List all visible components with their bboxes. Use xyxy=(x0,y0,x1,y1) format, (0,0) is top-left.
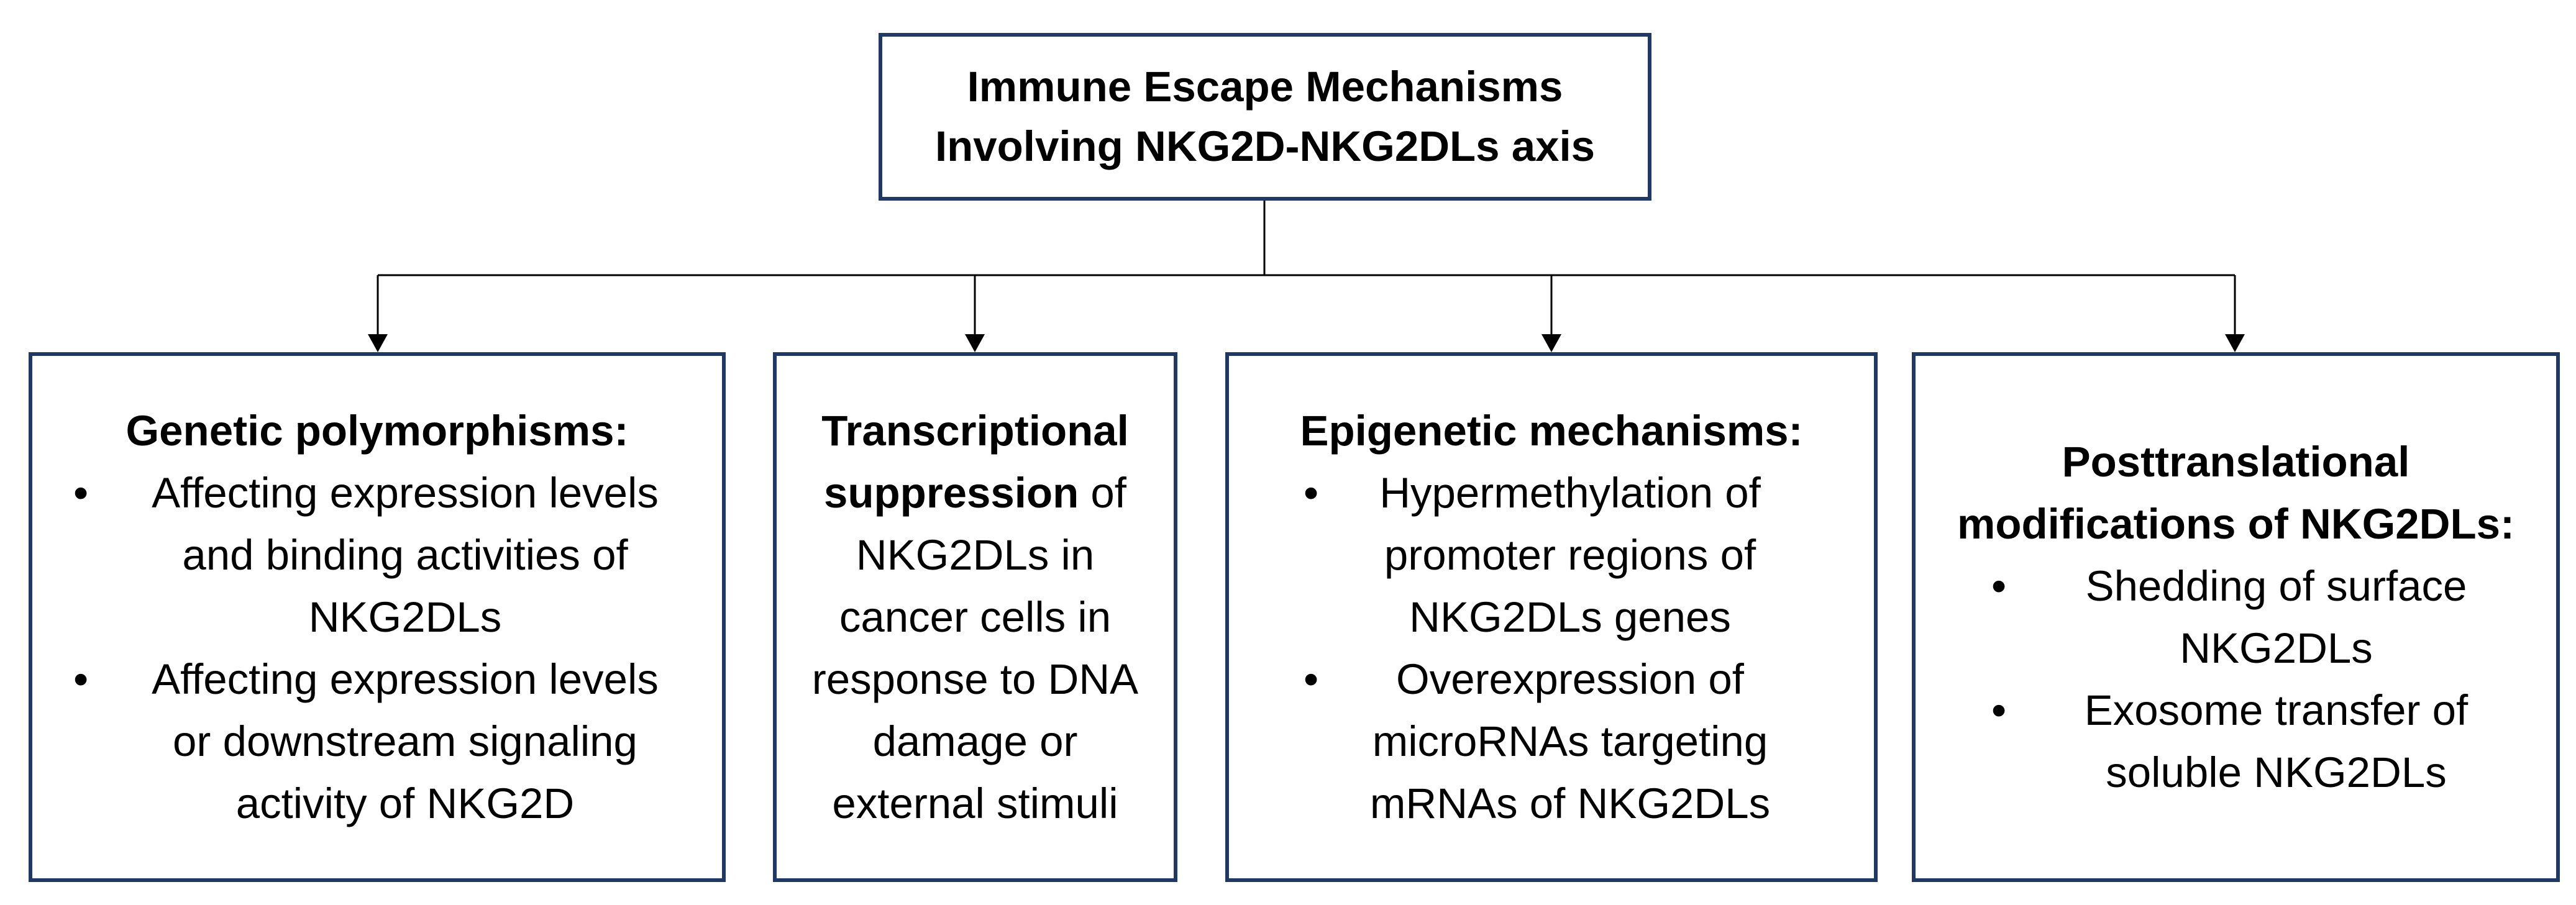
box4-bullet1-line2: NKG2DLs xyxy=(2180,624,2373,672)
box1-heading: Genetic polymorphisms: xyxy=(126,406,629,455)
box2-line3: response to DNA xyxy=(811,655,1139,703)
arrowhead-3 xyxy=(1541,334,1561,352)
box3-bullet2-line3: mRNAs of NKG2DLs xyxy=(1369,779,1771,827)
bullet-icon: • xyxy=(1304,468,1319,517)
arrowhead-1 xyxy=(368,334,388,352)
box1-bullet1-line1: Affecting expression levels xyxy=(152,468,659,517)
box1-bullet-1: • Affecting expression levels and bindin… xyxy=(32,462,722,648)
box3-bullet1-line2: promoter regions of xyxy=(1384,530,1756,579)
bullet-icon: • xyxy=(73,468,89,517)
root-title-line1: Immune Escape Mechanisms xyxy=(967,63,1563,111)
box2-line1: NKG2DLs in xyxy=(856,530,1095,579)
box2-heading-line2: suppression of xyxy=(824,462,1126,524)
arrowhead-2 xyxy=(965,334,985,352)
bullet-icon: • xyxy=(1991,686,2007,734)
box1-bullet2-line3: activity of NKG2D xyxy=(235,779,575,827)
bullet-icon: • xyxy=(1991,562,2007,610)
box2-line4: damage or xyxy=(872,717,1078,765)
epigenetic-mechanisms-box: Epigenetic mechanisms: • Hypermethylatio… xyxy=(1225,352,1878,882)
box2-heading-bold: suppression xyxy=(824,468,1079,517)
box3-bullet1-line3: NKG2DLs genes xyxy=(1409,593,1731,641)
box2-heading-line1: Transcriptional xyxy=(821,406,1129,455)
box4-bullet-2: • Exosome transfer of soluble NKG2DLs xyxy=(1916,680,2556,804)
box2-line5: external stimuli xyxy=(832,779,1118,827)
box1-bullet-2: • Affecting expression levels or downstr… xyxy=(32,648,722,835)
box1-bullet2-line2: or downstream signaling xyxy=(173,717,637,765)
box4-bullet1-line1: Shedding of surface xyxy=(2085,562,2467,610)
box2-line2: cancer cells in xyxy=(839,593,1112,641)
box3-bullet-2: • Overexpression of microRNAs targeting … xyxy=(1229,648,1874,835)
box4-heading-line2: modifications of NKG2DLs: xyxy=(1957,499,2515,548)
box4-bullet2-line2: soluble NKG2DLs xyxy=(2106,748,2447,796)
box4-bullet-1: • Shedding of surface NKG2DLs xyxy=(1916,555,2556,680)
box1-bullet2-line1: Affecting expression levels xyxy=(152,655,659,703)
box4-bullet-list: • Shedding of surface NKG2DLs • Exosome … xyxy=(1916,555,2556,804)
transcriptional-suppression-box: Transcriptional suppression of NKG2DLs i… xyxy=(773,352,1177,882)
box1-bullet1-line3: NKG2DLs xyxy=(308,593,502,641)
box3-bullet-list: • Hypermethylation of promoter regions o… xyxy=(1229,462,1874,835)
root-title-line2: Involving NKG2D-NKG2DLs axis xyxy=(934,122,1596,170)
box3-bullet2-line1: Overexpression of xyxy=(1396,655,1744,703)
posttranslational-modifications-box: Posttranslational modifications of NKG2D… xyxy=(1912,352,2560,882)
arrowhead-4 xyxy=(2225,334,2245,352)
box1-bullet1-line2: and binding activities of xyxy=(182,530,628,579)
box4-heading-line1: Posttranslational xyxy=(2062,437,2410,486)
box1-bullet-list: • Affecting expression levels and bindin… xyxy=(32,462,722,835)
root-node-box: Immune Escape Mechanisms Involving NKG2D… xyxy=(879,33,1651,201)
bullet-icon: • xyxy=(73,655,89,703)
box2-heading-tail: of xyxy=(1079,468,1126,517)
box3-heading: Epigenetic mechanisms: xyxy=(1300,406,1803,455)
box4-bullet2-line1: Exosome transfer of xyxy=(2084,686,2469,734)
box3-bullet1-line1: Hypermethylation of xyxy=(1379,468,1761,517)
bullet-icon: • xyxy=(1304,655,1319,703)
box3-bullet2-line2: microRNAs targeting xyxy=(1372,717,1768,765)
box3-bullet-1: • Hypermethylation of promoter regions o… xyxy=(1229,462,1874,648)
genetic-polymorphisms-box: Genetic polymorphisms: • Affecting expre… xyxy=(29,352,726,882)
